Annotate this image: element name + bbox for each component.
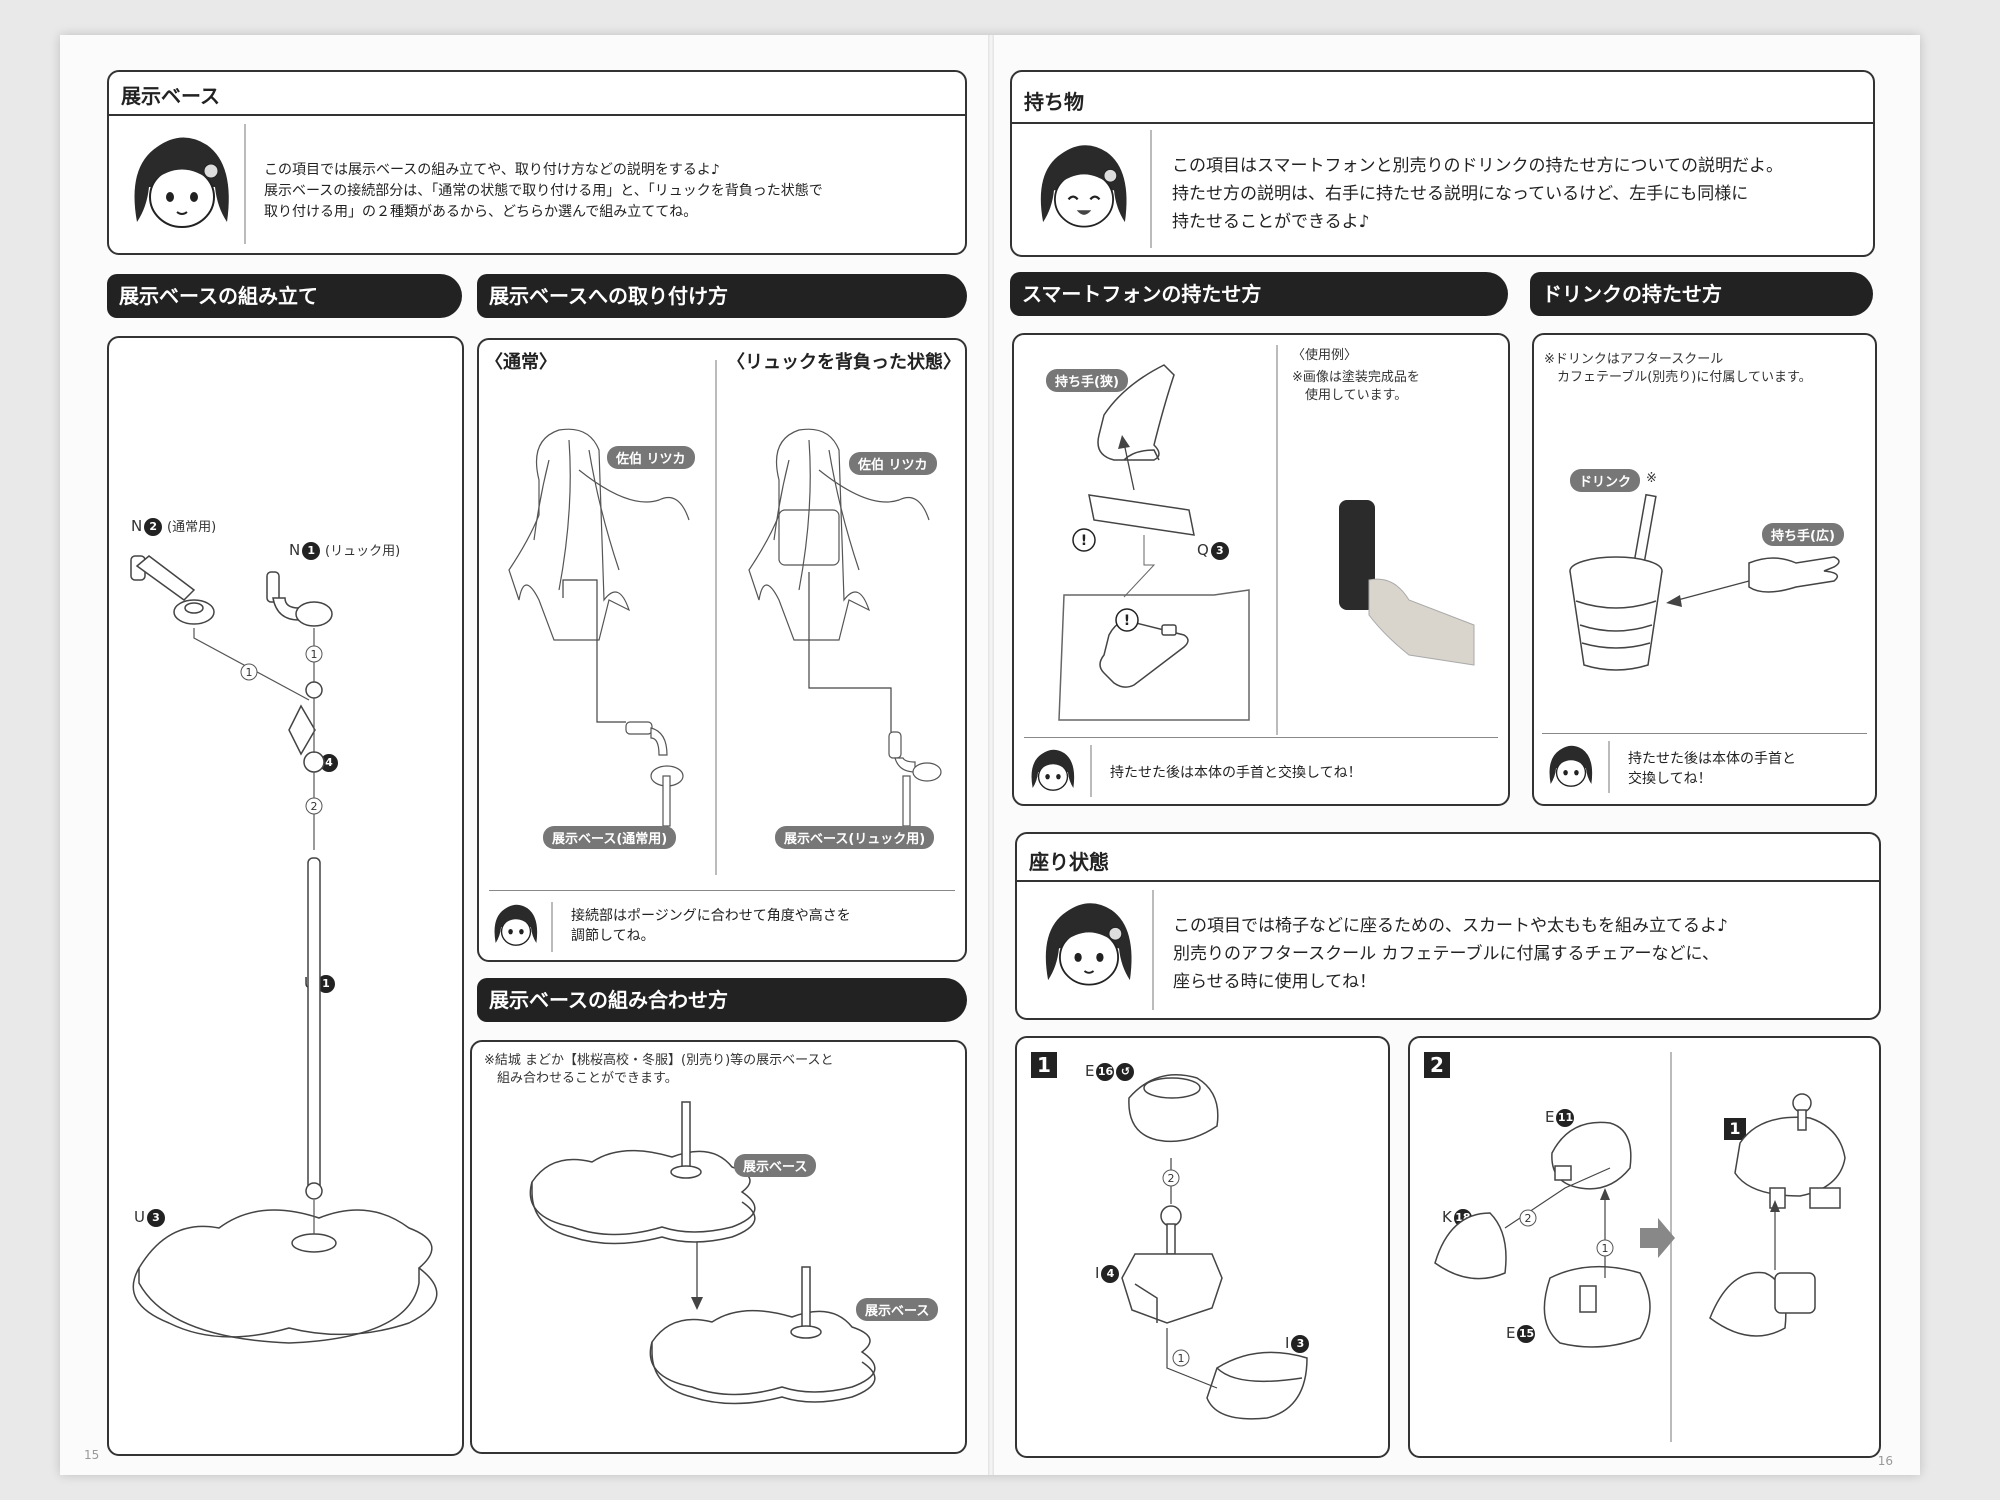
- svg-text:!: !: [1124, 613, 1130, 629]
- tag-drink: ドリンク: [1570, 469, 1641, 492]
- phone-diagram: !!: [1058, 364, 1475, 721]
- divider: [1150, 130, 1152, 248]
- step-number: 2: [1424, 1052, 1450, 1078]
- reference-step-number: 1: [1724, 1118, 1746, 1140]
- booklet-spine: [988, 35, 994, 1475]
- tag-base-backpack: 展示ベース(リュック用): [775, 826, 935, 849]
- mascot-icon: [1549, 745, 1593, 787]
- svg-text:!: !: [1081, 533, 1087, 549]
- section-bar-phone: スマートフォンの持たせ方: [1010, 272, 1508, 316]
- divider: [1276, 345, 1278, 735]
- phone-example-title: 〈使用例〉: [1292, 348, 1358, 363]
- svg-text:1: 1: [311, 648, 318, 661]
- phone-example-note: ※画像は塗装完成品を 使用しています。: [1292, 370, 1420, 403]
- svg-text:2: 2: [1168, 1172, 1175, 1185]
- drink-note: ※ドリンクはアフタースクール カフェテーブル(別売り)に付属しています。: [1544, 352, 1812, 385]
- display-base-intro-box: 展示ベース この項目では展示ベースの組み立てや、取り付け方などの説明をするよ♪ …: [107, 70, 967, 255]
- assembly-box: N2 (通常用) N1 (リュック用) U4 U1 U3: [84, 336, 464, 1462]
- base-assembly-diagram: 1 1 2: [130, 555, 438, 1344]
- drink-diagram: [1569, 493, 1840, 671]
- section-title-display-base: 展示ベース: [121, 84, 220, 108]
- section-bar-drink: ドリンクの持たせ方: [1530, 272, 1873, 316]
- svg-text:2: 2: [1525, 1212, 1532, 1225]
- mascot-icon: [1031, 749, 1075, 791]
- tag-display-base: 展示ベース: [856, 1298, 939, 1321]
- svg-text:1: 1: [246, 666, 253, 679]
- attach-diagram: [508, 428, 942, 827]
- divider: [109, 114, 965, 116]
- divider: [244, 124, 246, 244]
- divider: [1012, 122, 1873, 124]
- divider: [551, 902, 553, 952]
- attach-box: 〈通常〉 〈リュックを背負った状態〉 佐伯 リツカ 佐伯 リツカ 展示ベース(通…: [477, 338, 967, 962]
- mascot-icon: [494, 904, 538, 946]
- mascot-icon: [1045, 903, 1132, 986]
- tag-hand-wide: 持ち手(広): [1762, 523, 1844, 546]
- svg-text:2: 2: [311, 800, 318, 813]
- section-bar-assembly: 展示ベースの組み立て: [107, 274, 462, 318]
- held-items-intro-text: この項目はスマートフォンと別売りのドリンクの持たせ方についての説明だよ。 持たせ…: [1172, 156, 1783, 232]
- tag-hand-narrow: 持ち手(狭): [1046, 369, 1128, 392]
- divider: [1542, 733, 1867, 734]
- section-bar-combine: 展示ベースの組み合わせ方: [477, 978, 967, 1022]
- mascot-icon: [1040, 145, 1127, 228]
- combine-note: ※結城 まどか【桃桜高校・冬服】(別売り)等の展示ベースと 組み合わせることがで…: [484, 1053, 834, 1086]
- phone-tip-text: 持たせた後は本体の手首と交換してね！: [1110, 765, 1362, 781]
- step-number: 1: [1031, 1052, 1057, 1078]
- section-title-sitting: 座り状態: [1029, 850, 1109, 874]
- tag-display-base: 展示ベース: [734, 1154, 817, 1177]
- combine-box: ※結城 まどか【桃桜高校・冬服】(別売り)等の展示ベースと 組み合わせることがで…: [470, 1040, 967, 1454]
- step-1-diagram: 2 1: [1121, 1074, 1308, 1420]
- page-number: 15: [84, 1448, 100, 1462]
- section-bar-attach: 展示ベースへの取り付け方: [477, 274, 967, 318]
- svg-text:1: 1: [1178, 1352, 1185, 1365]
- tag-base-normal: 展示ベース(通常用): [543, 826, 677, 849]
- divider: [1017, 880, 1879, 882]
- combine-diagram: [529, 1101, 876, 1405]
- attach-tip-text: 接続部はポージングに合わせて角度や高さを 調節してね。: [571, 908, 851, 944]
- sitting-intro-box: 座り状態 この項目では椅子などに座るための、スカートや太ももを組み立てるよ♪ 別…: [1015, 832, 1881, 1020]
- divider: [1024, 737, 1498, 738]
- divider: [1152, 890, 1154, 1010]
- step-2-diagram: 2 1: [1434, 1093, 1846, 1348]
- divider: [715, 360, 717, 875]
- sitting-intro-text: この項目では椅子などに座るための、スカートや太ももを組み立てるよ♪ 別売りのアフ…: [1173, 916, 1728, 992]
- drink-mark: ※: [1646, 471, 1657, 486]
- page-number: 16: [1877, 1454, 1893, 1468]
- drink-box: ※ドリンクはアフタースクール カフェテーブル(別売り)に付属しています。 ドリン…: [1532, 333, 1877, 806]
- drink-tip-text: 持たせた後は本体の手首と 交換してね！: [1628, 751, 1796, 787]
- divider: [1090, 745, 1092, 797]
- tag-character-name: 佐伯 リツカ: [607, 446, 695, 469]
- divider: [1670, 1052, 1672, 1442]
- held-items-intro-box: 持ち物 この項目はスマートフォンと別売りのドリンクの持たせ方についての説明だよ。…: [1010, 70, 1875, 257]
- svg-text:1: 1: [1602, 1242, 1609, 1255]
- mascot-icon: [134, 137, 229, 228]
- subtitle-normal: 〈通常〉: [485, 352, 557, 373]
- divider: [1608, 741, 1610, 793]
- tag-character-name: 佐伯 リツカ: [849, 452, 937, 475]
- subtitle-backpack: 〈リュックを背負った状態〉: [727, 352, 961, 373]
- display-base-intro-text: この項目では展示ベースの組み立てや、取り付け方などの説明をするよ♪ 展示ベースの…: [264, 162, 823, 220]
- divider: [489, 890, 955, 891]
- section-title-held-items: 持ち物: [1024, 90, 1084, 114]
